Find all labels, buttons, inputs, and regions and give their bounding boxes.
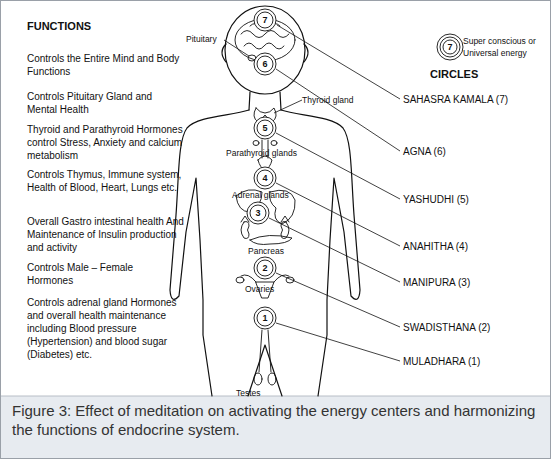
leader-line [276,273,400,327]
chakra-number: 2 [253,256,277,280]
gland-label: Thyroid gland [302,94,382,107]
chakra-number: 7 [436,33,464,61]
function-text: Controls Pituitary Gland and Mental Heal… [27,90,182,116]
leader-line [224,40,249,56]
function-text: Controls Thymus, Immune system, Health o… [27,168,187,194]
leader-line [277,25,400,99]
testis [268,373,276,385]
chakra-number: 1 [253,306,277,330]
right-ear [304,44,308,62]
gland-label: Ovaries [245,283,305,296]
chakra-ring [437,34,463,60]
chakra-number: 6 [253,52,277,76]
chakra-ring [254,53,276,75]
chakra-ring [247,202,269,224]
leader-line [274,100,302,113]
chakra-ring [254,257,276,279]
ovary [236,277,244,283]
legend-chakra-circle: 7Super conscious or Universal energy [436,33,464,61]
testis [254,373,262,385]
chakra-circle: 7 [253,8,277,32]
parathyroid-gland [253,141,259,146]
gland-label: Adrenal glands [232,189,322,202]
chakra-number: 5 [253,116,277,140]
leader-line [276,323,400,361]
brain-fold [244,43,284,49]
column-heading: CIRCLES [430,68,520,81]
figure-caption: Figure 3: Effect of meditation on activa… [12,401,542,439]
function-text: Thyroid and Parathyroid Hormones control… [27,123,187,162]
leader-line [276,69,400,151]
chakra-name: AGNA (6) [403,145,543,158]
chakra-name: YASHUDHI (5) [403,193,543,206]
chakra-name: ANAHITHA (4) [403,240,543,253]
chakra-name: SWADISTHANA (2) [403,321,543,334]
chakra-number: 7 [253,8,277,32]
chakra-number: 4 [253,166,277,190]
neck-line [280,92,281,110]
function-text: Controls Male – Female Hormones [27,261,152,287]
spermatic-duct [259,330,271,372]
chakra-circle: 5 [253,116,277,140]
chakra-name: MULADHARA (1) [403,355,543,368]
brain-fold [241,31,289,38]
chakra-name: SAHASRA KAMALA (7) [403,93,543,106]
function-text: Overall Gastro intestinal health And Mai… [27,215,187,254]
chakra-ring [254,167,276,189]
chakra-ring [254,117,276,139]
chakra-name: MANIPURA (3) [403,276,543,289]
caption-band [1,396,550,458]
legend-note: Super conscious or Universal energy [463,35,547,59]
function-text: Controls adrenal gland Hormones and over… [27,296,179,361]
leader-line [276,183,400,246]
caption-divider [1,396,550,397]
chakra-number: 3 [246,201,270,225]
leader-line [269,218,400,282]
chakra-circle: 4 [253,166,277,190]
neck-line [249,92,250,110]
head-outline [225,6,305,94]
function-text: Controls the Entire Mind and Body Functi… [27,52,182,78]
parathyroid-gland [271,141,277,146]
adrenal-gland [281,216,289,222]
kidney [241,222,249,239]
chakra-circle: 2 [253,256,277,280]
chakra-circle: 1 [253,306,277,330]
leader-line [276,133,400,199]
column-heading: FUNCTIONS [27,20,147,33]
gland-label: Testes [236,387,296,400]
chakra-circle: 6 [253,52,277,76]
chakra-circle: 3 [246,201,270,225]
gland-label: Pancreas [248,245,308,258]
gland-label: Pituitary [186,33,246,46]
chakra-ring [254,9,276,31]
gland-label: Parathyroid glands [226,147,326,160]
pancreas-organ [250,235,292,244]
chakra-ring [254,307,276,329]
left-ear [222,44,226,62]
